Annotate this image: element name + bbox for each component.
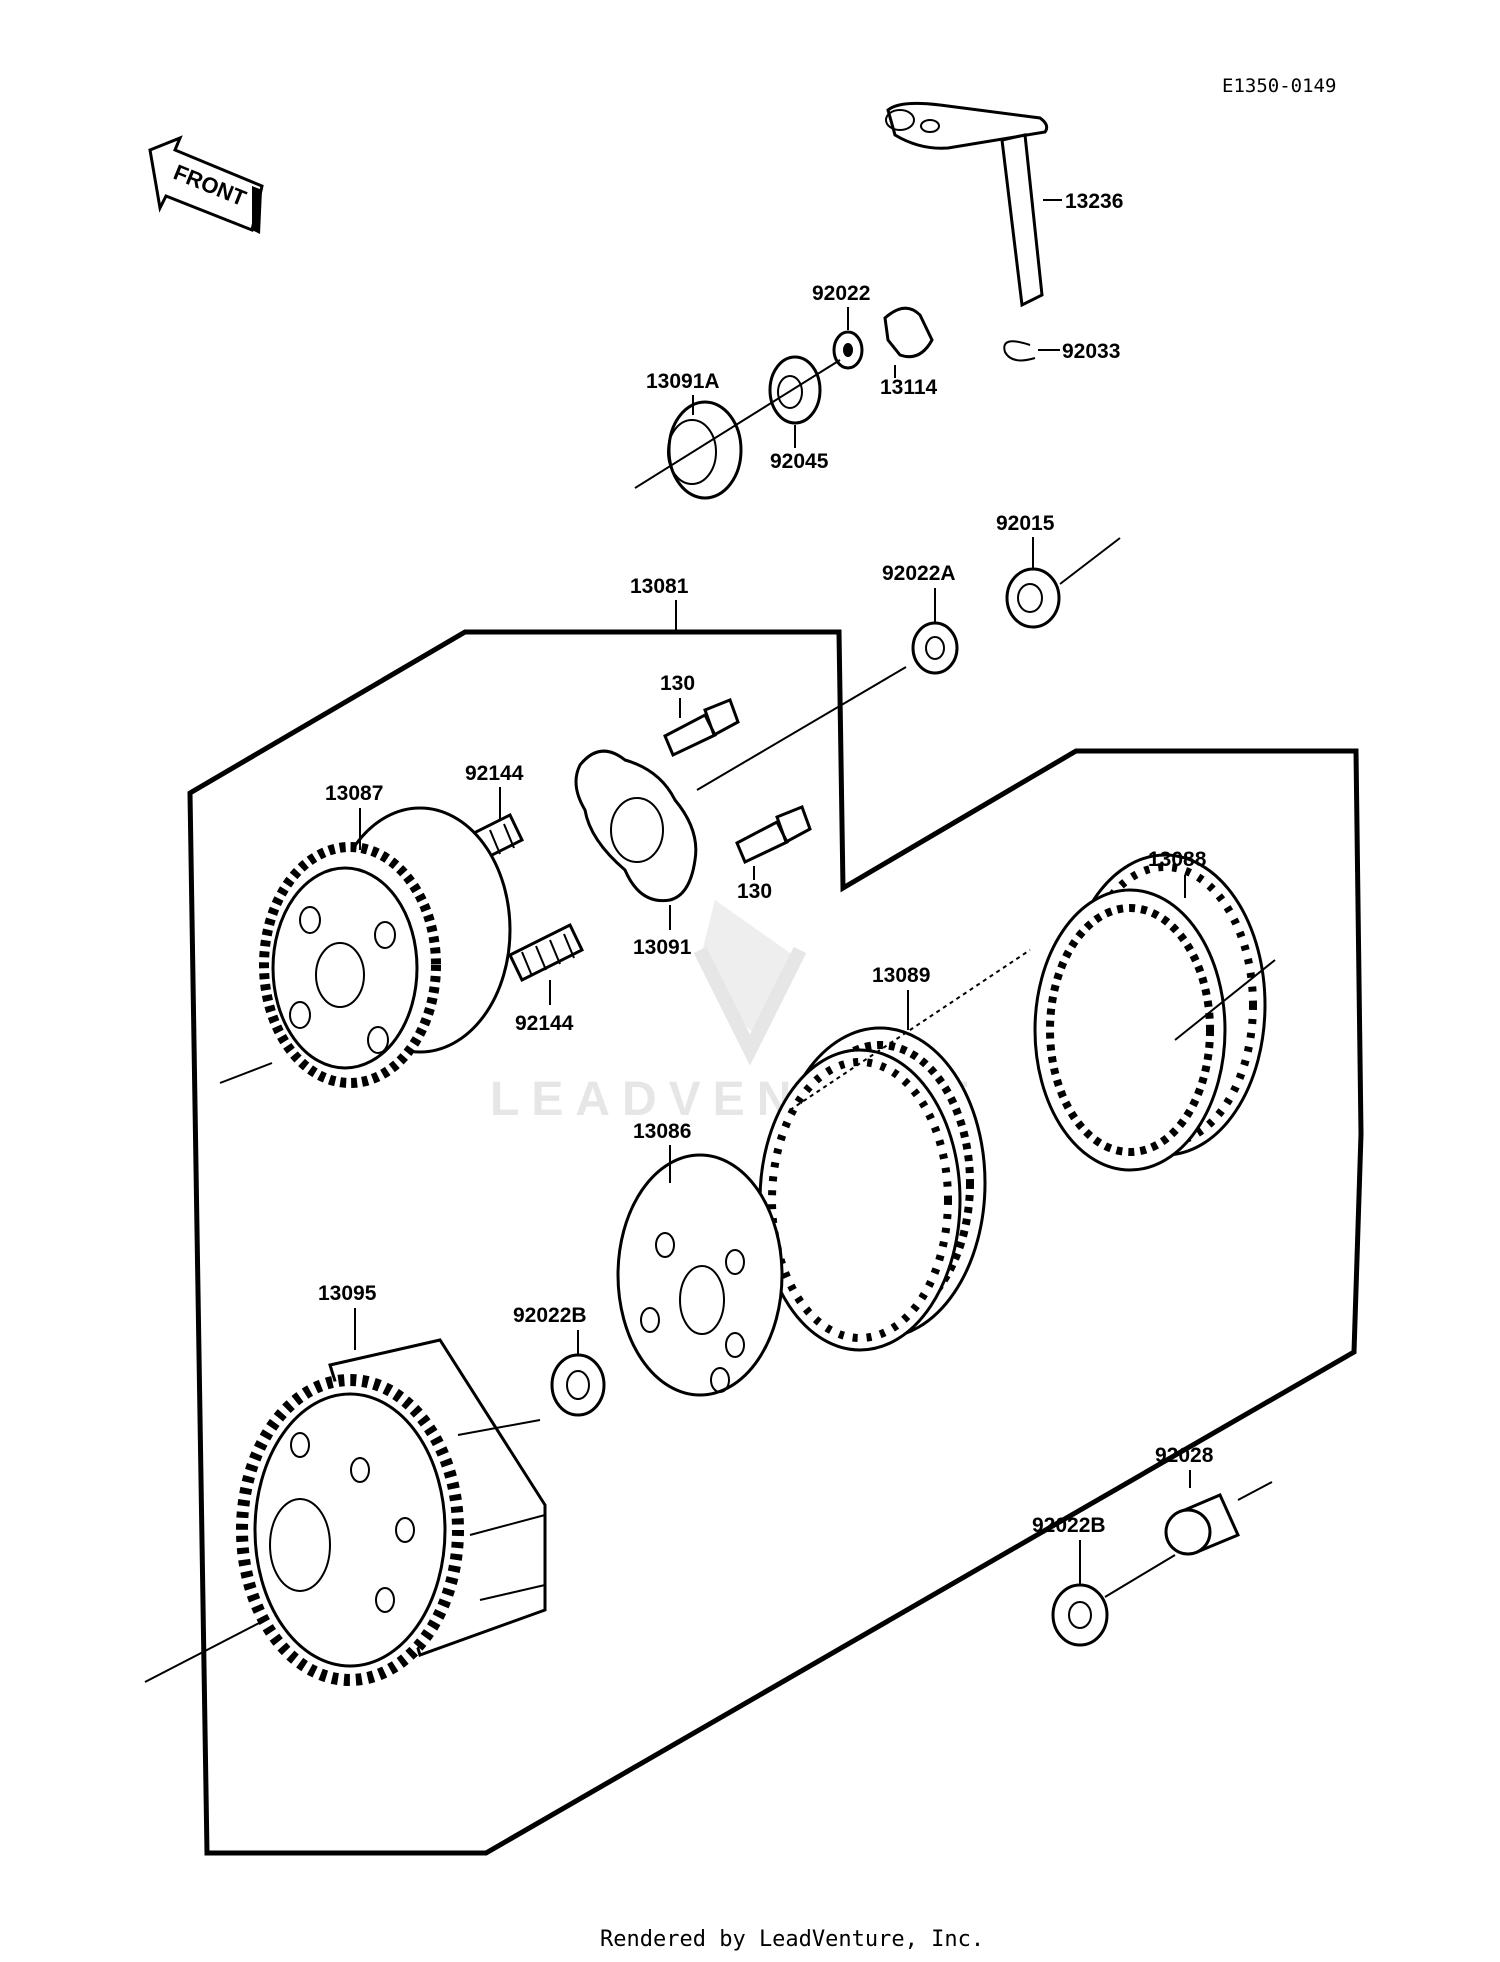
- primary-gear-13087: [259, 806, 512, 1088]
- label-130-top: 130: [660, 672, 695, 695]
- label-13095: 13095: [318, 1282, 377, 1305]
- clip-92033: [1003, 340, 1036, 362]
- label-13087: 13087: [325, 782, 383, 805]
- label-92022A: 92022A: [882, 562, 956, 585]
- clutch-housing-13095: [236, 1338, 547, 1686]
- pushrod-13114: [883, 306, 934, 359]
- bolt-130-bottom: [735, 805, 812, 865]
- assembly-boundary: [187, 629, 1364, 1856]
- label-13089: 13089: [872, 964, 930, 987]
- label-92022B-left: 92022B: [513, 1304, 587, 1327]
- label-13236: 13236: [1065, 190, 1123, 213]
- label-13088: 13088: [1148, 848, 1207, 871]
- washer-92022A: [911, 621, 959, 675]
- seal-13091A: [667, 400, 743, 500]
- label-92144-top: 92144: [465, 762, 524, 785]
- clutch-plate-13086: [616, 1153, 784, 1397]
- label-92022B-right: 92022B: [1032, 1514, 1106, 1537]
- washer-92022B-right: [1051, 1583, 1109, 1647]
- pressure-plate-13091: [574, 749, 698, 903]
- friction-plates-13088: [1033, 853, 1267, 1172]
- label-92028: 92028: [1155, 1444, 1214, 1467]
- label-13086: 13086: [633, 1120, 691, 1143]
- label-92045: 92045: [770, 450, 829, 473]
- diagram-code: E1350-0149: [1222, 75, 1336, 97]
- label-13091: 13091: [633, 936, 692, 959]
- shift-lever-shaft: [885, 101, 1049, 308]
- bearing-92045: [768, 355, 822, 425]
- axis-line: [634, 359, 841, 489]
- label-92033: 92033: [1062, 340, 1120, 363]
- footer-credit: Rendered by LeadVenture, Inc.: [600, 1927, 984, 1952]
- label-92015: 92015: [996, 512, 1055, 535]
- label-13114: 13114: [880, 376, 938, 399]
- leader-lines: [354, 199, 1191, 1585]
- spacer-92028: [1164, 1493, 1241, 1556]
- label-13091A: 13091A: [646, 370, 720, 393]
- label-130-bottom: 130: [737, 880, 772, 903]
- washer-92022B-left: [550, 1353, 606, 1417]
- label-92022: 92022: [812, 282, 870, 305]
- clutch-plates-13089: [758, 1026, 987, 1352]
- nut-92015: [1005, 567, 1061, 629]
- front-arrow-icon: FRONT: [148, 135, 264, 234]
- label-13081: 13081: [630, 575, 689, 598]
- bolt-130-top: [663, 698, 740, 758]
- spring-92144-bottom: [508, 922, 584, 983]
- label-92144-bottom: 92144: [515, 1012, 574, 1035]
